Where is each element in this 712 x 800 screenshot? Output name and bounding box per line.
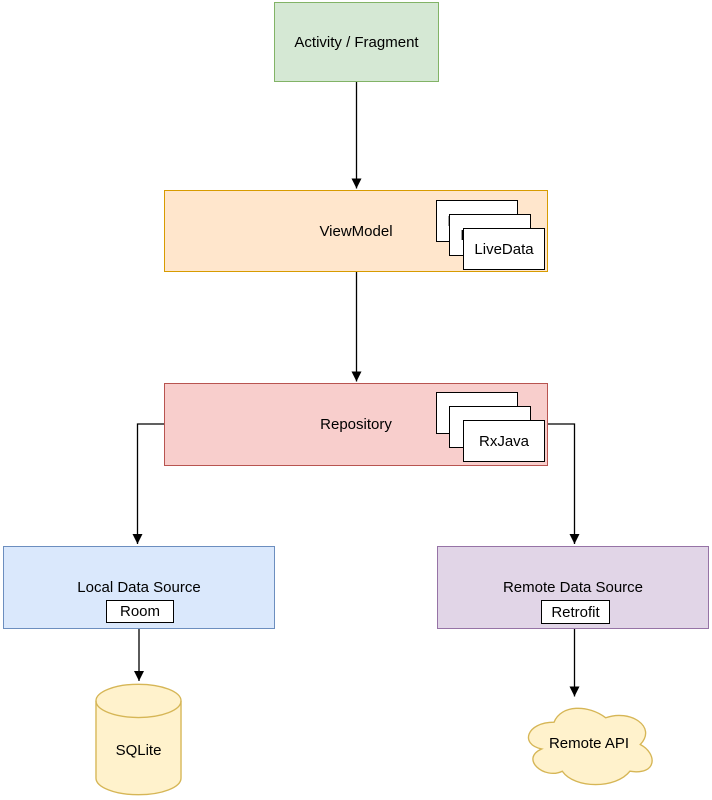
node-local-data-source-label: Local Data Source <box>77 579 201 596</box>
badge-room: Room <box>106 600 174 623</box>
node-repository-label: Repository <box>320 416 392 433</box>
node-remote-data-source-label: Remote Data Source <box>502 579 644 596</box>
badge-livedata-front: LiveData <box>463 228 545 270</box>
badge-retrofit: Retrofit <box>541 600 610 624</box>
node-sqlite-database: SQLite <box>95 683 182 796</box>
arrow-repository-to-local-source <box>132 423 164 544</box>
node-viewmodel-label: ViewModel <box>319 222 393 240</box>
database-cylinder-icon <box>95 683 182 796</box>
node-local-data-source: Local Data Source Room <box>3 546 275 629</box>
node-remote-api: Remote API <box>518 699 660 790</box>
arrow-repository-to-remote-source <box>548 423 580 544</box>
cloud-icon <box>527 707 653 786</box>
node-activity-fragment-label: Activity / Fragment <box>294 33 419 51</box>
node-viewmodel: ViewModel LiveData LiveData LiveData <box>164 190 548 272</box>
badge-rxjava-front: RxJava <box>463 420 545 462</box>
node-remote-data-source: Remote Data Source Retrofit <box>437 546 709 629</box>
node-repository: Repository RxJava RxJava RxJava <box>164 383 548 466</box>
node-activity-fragment: Activity / Fragment <box>274 2 439 82</box>
